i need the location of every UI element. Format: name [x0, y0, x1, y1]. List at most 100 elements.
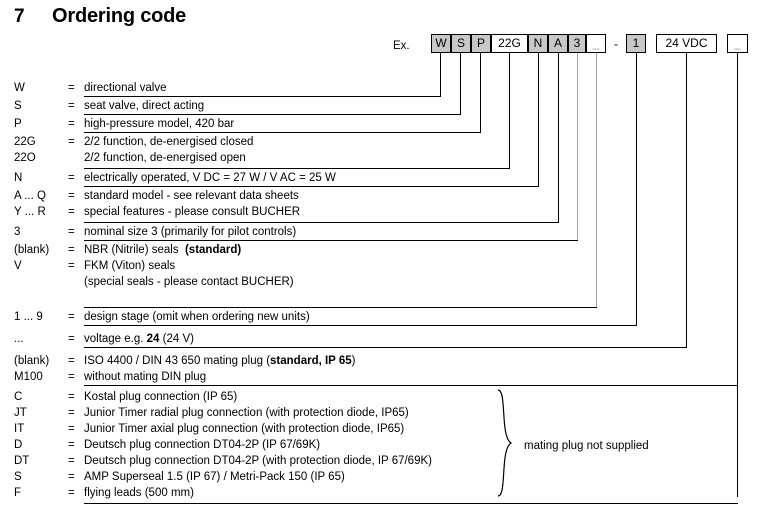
mating-plug-note: mating plug not supplied: [524, 440, 649, 452]
legend-code-n: N: [14, 172, 23, 184]
legend-eq-m100: =: [68, 371, 75, 383]
legend-eq-nbr: =: [68, 244, 75, 256]
legend-desc-design-stage: design stage (omit when ordering new uni…: [84, 311, 310, 323]
legend-desc-d: Deutsch plug connection DT04-2P (IP 67/6…: [84, 439, 321, 451]
legend-code-jt: JT: [14, 407, 27, 419]
legend-desc-f: flying leads (500 mm): [84, 487, 194, 499]
code-box-w[interactable]: W: [431, 34, 451, 53]
legend-eq-d: =: [68, 439, 75, 451]
connector-w: [440, 53, 441, 96]
legend-code-w: W: [14, 82, 25, 94]
legend-eq-3: =: [68, 226, 75, 238]
connector-s: [460, 53, 461, 114]
legend-eq-it: =: [68, 423, 75, 435]
rule-w: [84, 96, 441, 97]
connector-plug: [737, 53, 738, 497]
legend-code-it: IT: [14, 423, 25, 435]
rule-design-stage: [84, 325, 637, 326]
connector-a-q: [558, 53, 559, 222]
legend-desc-jt: Junior Timer radial plug connection (wit…: [84, 407, 409, 419]
mating-plug-brace: [497, 389, 513, 497]
connector-voltage: [686, 53, 687, 347]
rule-mating-plug: [84, 385, 738, 386]
connector-22g: [509, 53, 510, 168]
rule-n: [84, 186, 539, 187]
rule-seals: [84, 307, 597, 308]
legend-desc-voltage: voltage e.g. 24 (24 V): [84, 333, 194, 345]
legend-code-nbr: (blank): [14, 244, 50, 256]
rule-bottom: [84, 503, 738, 504]
example-label: Ex.: [393, 40, 410, 52]
legend-desc-nbr: NBR (Nitrile) seals (standard): [84, 244, 242, 256]
legend-desc-amp: AMP Superseal 1.5 (IP 67) / Metri-Pack 1…: [84, 471, 345, 483]
legend-desc-p: high-pressure model, 420 bar: [84, 118, 235, 130]
connector-design-stage: [636, 53, 637, 325]
rule-size: [84, 240, 578, 241]
code-box-plug-blank[interactable]: _: [727, 34, 748, 53]
legend-code-c: C: [14, 391, 23, 403]
code-box-s[interactable]: S: [451, 34, 471, 53]
legend-code-f: F: [14, 487, 22, 499]
legend-desc-it: Junior Timer axial plug connection (with…: [84, 423, 405, 435]
legend-desc-m100: without mating DIN plug: [84, 371, 207, 383]
legend-eq-c: =: [68, 391, 75, 403]
code-box-3[interactable]: 3: [568, 34, 586, 53]
page-title: Ordering code: [52, 5, 187, 27]
legend-eq-n: =: [68, 172, 75, 184]
legend-code-m100: M100: [14, 371, 43, 383]
legend-eq-design-stage: =: [68, 311, 75, 323]
legend-desc-aq: standard model - see relevant data sheet…: [84, 190, 299, 202]
legend-code-d: D: [14, 439, 23, 451]
legend-desc-n: electrically operated, V DC = 27 W / V A…: [84, 172, 336, 184]
legend-eq-w: =: [68, 82, 75, 94]
code-box-seal-blank[interactable]: _: [586, 34, 606, 53]
legend-eq-amp: =: [68, 471, 75, 483]
legend-code-aq: A ... Q: [14, 190, 46, 202]
legend-code-22o: 22O: [14, 152, 36, 164]
legend-code-iso: (blank): [14, 355, 50, 367]
legend-code-design-stage: 1 ... 9: [14, 311, 43, 323]
code-box-n[interactable]: N: [528, 34, 548, 53]
legend-eq-s: =: [68, 100, 75, 112]
code-box-p[interactable]: P: [471, 34, 491, 53]
legend-eq-yr: =: [68, 206, 75, 218]
legend-code-voltage: ...: [14, 333, 24, 345]
legend-eq-aq: =: [68, 190, 75, 202]
legend-desc-dt: Deutsch plug connection DT04-2P (with pr…: [84, 455, 432, 467]
legend-desc-yr: special features - please consult BUCHER: [84, 206, 301, 218]
code-box-voltage[interactable]: 24 VDC: [656, 34, 717, 53]
legend-desc-22g: 2/2 function, de-energised closed: [84, 136, 254, 148]
connector-p: [480, 53, 481, 132]
rule-p: [84, 132, 481, 133]
legend-desc-3: nominal size 3 (primarily for pilot cont…: [84, 226, 297, 238]
legend-eq-iso: =: [68, 355, 75, 367]
legend-code-fkm: V: [14, 260, 22, 272]
legend-eq-dt: =: [68, 455, 75, 467]
legend-eq-jt: =: [68, 407, 75, 419]
code-box-design-stage[interactable]: 1: [626, 34, 646, 53]
legend-code-dt: DT: [14, 455, 30, 467]
legend-eq-f: =: [68, 487, 75, 499]
code-separator-dash: -: [614, 37, 618, 51]
legend-code-22g: 22G: [14, 136, 36, 148]
legend-desc-22o: 2/2 function, de-energised open: [84, 152, 246, 164]
legend-desc-s: seat valve, direct acting: [84, 100, 205, 112]
connector-nominal-size: [577, 53, 578, 240]
legend-desc-fkm: FKM (Viton) seals: [84, 260, 176, 272]
legend-code-amp: S: [14, 471, 22, 483]
legend-code-yr: Y ... R: [14, 206, 46, 218]
rule-model: [84, 222, 559, 223]
connector-n: [538, 53, 539, 186]
legend-code-3: 3: [14, 226, 21, 238]
legend-code-s: S: [14, 100, 22, 112]
code-box-a[interactable]: A: [548, 34, 568, 53]
connector-seals: [596, 53, 597, 307]
legend-desc-iso: ISO 4400 / DIN 43 650 mating plug (stand…: [84, 355, 356, 367]
legend-code-p: P: [14, 118, 22, 130]
legend-eq-22g: =: [68, 136, 75, 148]
code-box-22g[interactable]: 22G: [491, 34, 528, 53]
section-number: 7: [14, 6, 25, 27]
legend-desc-special-seals: (special seals - please contact BUCHER): [84, 276, 294, 288]
legend-desc-w: directional valve: [84, 82, 167, 94]
